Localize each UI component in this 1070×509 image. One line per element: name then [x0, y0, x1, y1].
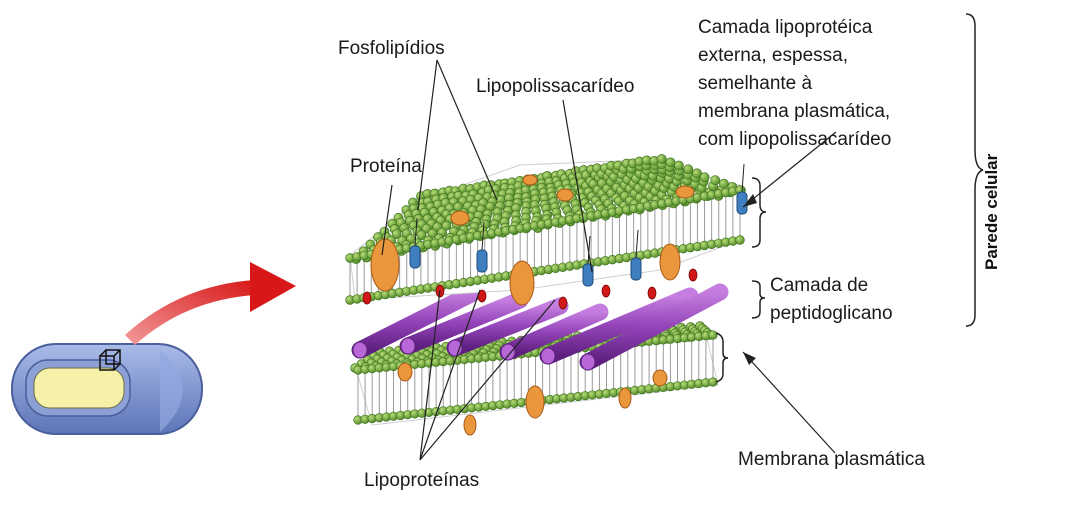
membrane-protein — [509, 260, 535, 306]
phospholipid-head — [710, 175, 721, 185]
lipopolysaccharide — [736, 191, 748, 215]
label-camada-externa-line: semelhante à — [698, 73, 813, 94]
membrane-protein — [397, 362, 413, 382]
phospholipid-head — [692, 168, 702, 179]
phospholipid-head — [708, 330, 718, 340]
peptidoglycan-strand-end — [352, 341, 368, 359]
peptidoglycan-strand-end — [580, 353, 596, 371]
label-peptidoglicano-line: peptidoglicano — [770, 303, 893, 324]
label-camada-externa-line: externa, espessa, — [698, 45, 848, 66]
phospholipid-head — [674, 160, 684, 171]
phospholipid-head — [656, 154, 667, 164]
peptidoglycan-layer — [351, 283, 729, 371]
lipoprotein — [647, 286, 657, 300]
membrane-protein — [618, 387, 632, 409]
peptidoglycan-strand — [399, 291, 529, 355]
peptidoglycan-strand-end — [540, 347, 556, 365]
phospholipid-head — [683, 164, 694, 175]
lipopolysaccharide — [476, 249, 488, 273]
membrane-protein — [463, 414, 477, 436]
layer-braces — [715, 13, 984, 383]
lipoprotein — [558, 296, 568, 310]
label-lipopolissacarideo: Lipopolissacarídeo — [476, 76, 635, 97]
phospholipid-head — [665, 157, 676, 168]
peptidoglycan-strand — [539, 287, 699, 365]
label-camada-externa-line: com lipopolissacarídeo — [698, 129, 892, 150]
lipopolysaccharide — [630, 257, 642, 281]
membrane-protein — [370, 238, 400, 292]
outer-membrane — [345, 154, 748, 310]
leader-arrowheads — [743, 194, 757, 365]
label-peptidoglicano-line: Camada de — [770, 275, 869, 296]
lipoprotein — [362, 291, 372, 305]
membrane-protein — [450, 210, 470, 226]
bacterium-illustration — [11, 343, 203, 435]
label-camada-externa-line: membrana plasmática, — [698, 101, 891, 122]
magnify-arrow — [125, 262, 296, 345]
membrane-protein — [659, 243, 681, 281]
peptidoglycan-strand — [446, 297, 569, 357]
peptidoglycan-strand-end — [500, 343, 516, 361]
membrane-protein — [522, 174, 538, 186]
membrane-protein — [525, 385, 545, 419]
membrane-protein — [652, 369, 668, 387]
membrane-protein — [675, 185, 695, 199]
phospholipid-head — [735, 235, 745, 245]
peptidoglycan-strand — [499, 303, 609, 361]
label-camada-externa-line: Camada lipoprotéica — [698, 17, 873, 38]
label-proteina: Proteína — [350, 156, 422, 177]
label-fosfolipidios: Fosfolipídios — [338, 38, 445, 59]
label-camada-externa: Camada lipoprotéica externa, espessa, se… — [698, 14, 891, 154]
membrane-protein — [556, 188, 574, 202]
peptidoglycan-strand — [351, 283, 484, 359]
lipoprotein — [601, 284, 611, 298]
phospholipid-head — [416, 230, 427, 240]
phospholipid-head — [699, 172, 710, 183]
peptidoglycan-strand — [579, 283, 729, 371]
leader-lines — [381, 59, 837, 461]
label-parede-celular: Parede celular — [982, 153, 1001, 270]
phospholipid-head — [391, 229, 402, 239]
lipopolysaccharide — [582, 263, 594, 287]
label-camada-peptidoglicano: Camada de peptidoglicano — [770, 272, 893, 328]
label-membrana-plasmatica: Membrana plasmática — [738, 449, 925, 470]
zoom-box-icon — [99, 349, 121, 371]
lipoprotein — [688, 268, 698, 282]
label-lipoproteinas: Lipoproteínas — [364, 470, 480, 491]
phospholipid-head — [719, 178, 729, 189]
lipopolysaccharide — [409, 245, 421, 269]
peptidoglycan-strand-end — [400, 337, 416, 355]
